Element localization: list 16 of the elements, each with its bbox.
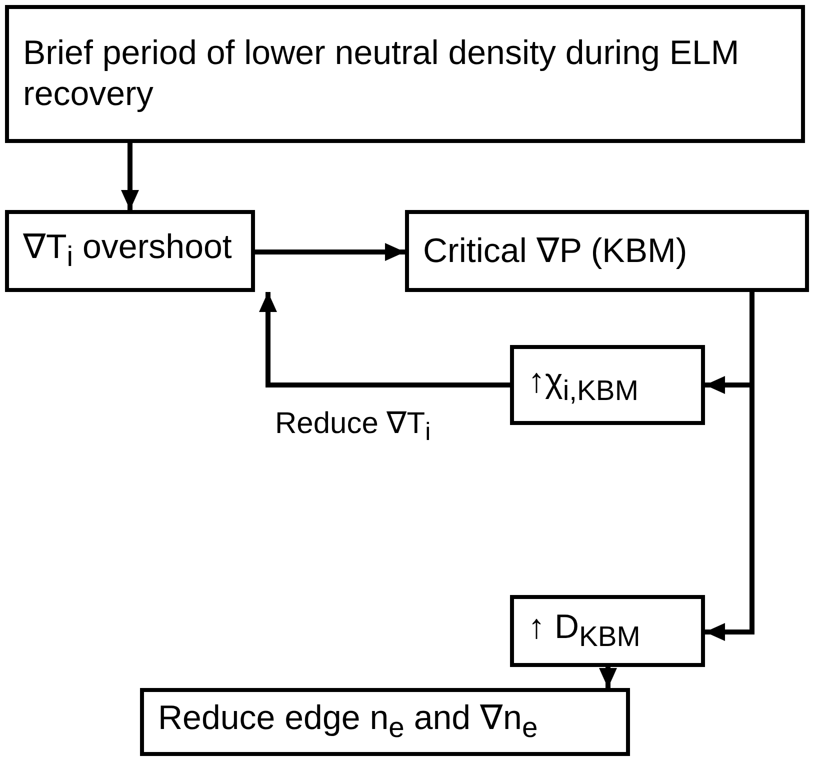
process-box (140, 688, 630, 756)
process-box (510, 595, 705, 667)
box-text: ∇T$_{i}$ overshoot (23, 227, 232, 275)
box-text: ↑χ$_{i,KBM}$ (528, 361, 638, 409)
box-text: Brief period of lower neutral density during ELM recovery (23, 33, 740, 115)
process-box (405, 210, 809, 292)
arrow (599, 667, 617, 688)
process-box (5, 5, 805, 143)
box-text: Reduce edge n$_{e}$ and ∇n$_{e}$ (158, 698, 538, 746)
arrow (255, 243, 405, 261)
box-text: Critical ∇P (KBM) (423, 230, 688, 272)
box-text: ↑ D$_{KBM}$ (528, 607, 640, 655)
process-box (510, 345, 705, 425)
process-box (5, 210, 255, 292)
arrow (121, 143, 139, 210)
arrow (259, 292, 510, 388)
